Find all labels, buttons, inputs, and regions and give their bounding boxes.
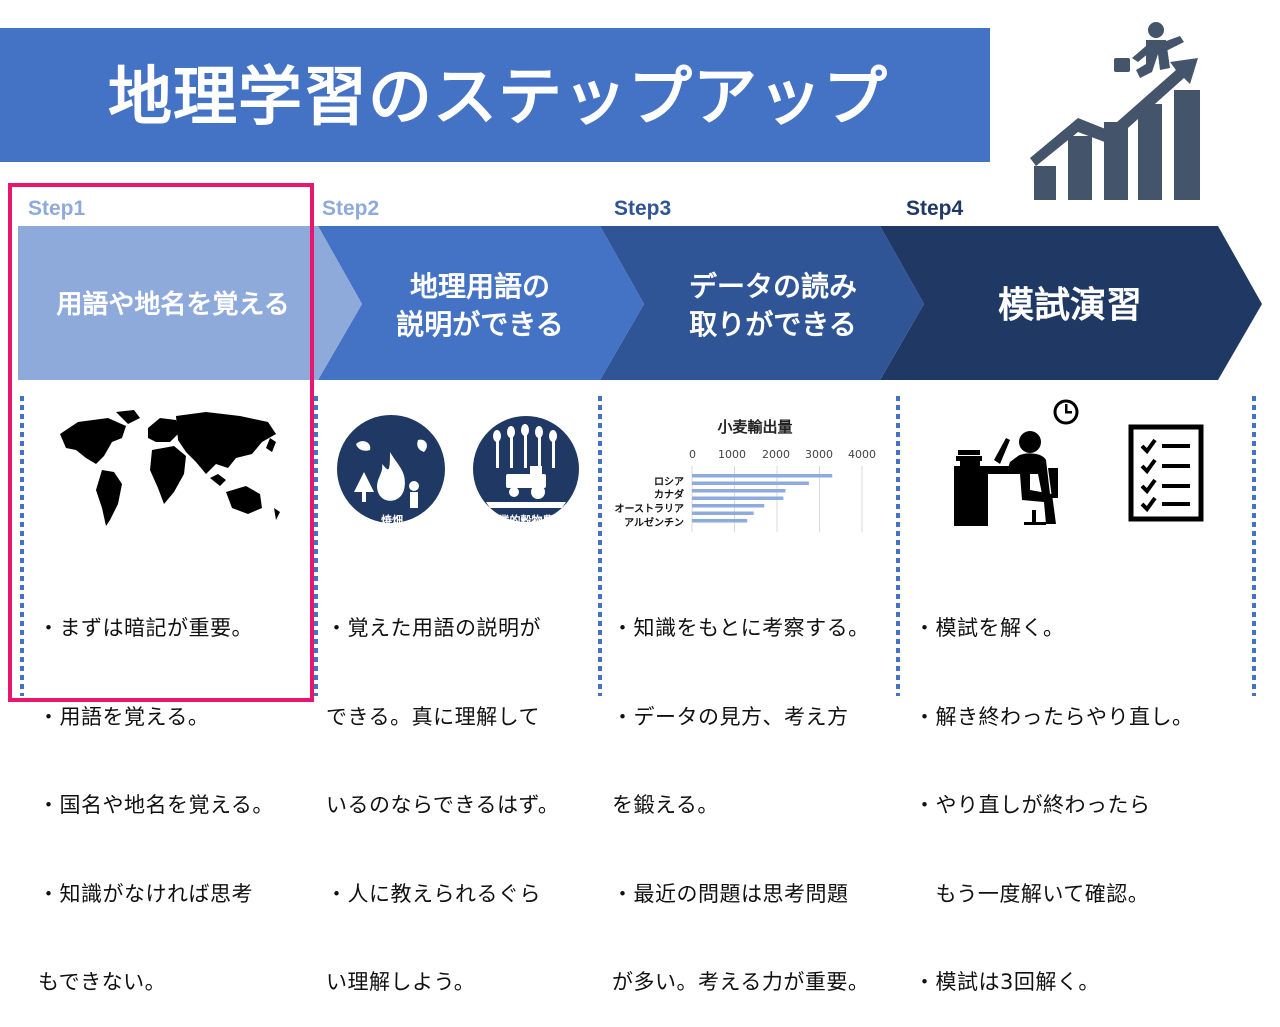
slash-and-burn-caption: 焼畑 (381, 514, 403, 527)
chart-tick-1000: 1000 (718, 448, 746, 461)
chart-tick-2000: 2000 (762, 448, 790, 461)
separator-4 (896, 396, 900, 696)
chart-tick-3000: 3000 (805, 448, 833, 461)
step4-title: 模試演習 (997, 285, 1142, 326)
step4-bullets: ・模試を解く。 ・解き終わったらやり直し。 ・やり直しが終わったら もう一度解い… (914, 555, 1194, 1027)
chart-category-russia: ロシア (654, 477, 684, 488)
step2-title: 地理用語の 説明ができる (370, 268, 590, 344)
chart-bar (692, 481, 809, 485)
step1-title: 用語や地名を覚える (56, 290, 290, 320)
step3-title: データの読み 取りができる (660, 268, 886, 344)
separator-3 (598, 396, 602, 696)
step3-title-line2: 取りができる (689, 308, 857, 341)
step1-bullet: もできない。 (38, 970, 167, 994)
step2-title-line2: 説明ができる (396, 308, 564, 341)
step1-bullet: ・まずは暗記が重要。 (38, 616, 253, 640)
step1-bullets: ・まずは暗記が重要。 ・用語を覚える。 ・国名や地名を覚える。 ・知識がなければ… (38, 555, 274, 1027)
step2-label: Step2 (322, 197, 380, 220)
step1-bullet: ・知識がなければ思考 (38, 881, 253, 906)
commercial-grain-farming-icon (473, 416, 579, 522)
step2-bullet: い理解しよう。 (326, 970, 476, 994)
chart-category-australia: オーストラリア (614, 504, 685, 515)
step-chevrons (18, 226, 1262, 380)
chart-tick-0: 0 (689, 448, 696, 461)
step4-bullet: ・模試は3回解く。 (914, 970, 1100, 994)
step2-title-line1: 地理用語の (409, 270, 550, 303)
world-map-icon (60, 410, 280, 526)
growth-chart-runner-icon (1030, 22, 1200, 200)
step3-bullets: ・知識をもとに考察する。 ・データの見方、考え方 を鍛える。 ・最近の問題は思考… (612, 555, 870, 1027)
step3-bullet: を鍛える。 (612, 793, 719, 817)
chart-bar (692, 511, 754, 515)
step2-chevron (318, 226, 644, 380)
title-banner (0, 28, 990, 162)
slash-and-burn-icon (337, 415, 445, 523)
step4-label: Step4 (906, 197, 964, 220)
step2-bullet: ・覚えた用語の説明が (326, 616, 541, 640)
step3-bullet: ・最近の問題は思考問題 (612, 881, 849, 906)
wheat-export-chart (691, 466, 863, 532)
step4-chevron (880, 226, 1262, 380)
separator-1 (20, 396, 24, 696)
step4-bullet: ・模試を解く。 (914, 616, 1065, 640)
chart-category-argentina: アルゼンチン (624, 518, 684, 529)
step1-chevron (18, 226, 362, 380)
chart-title: 小麦輸出量 (717, 418, 793, 436)
step2-bullet: ・人に教えられるぐら (326, 881, 541, 906)
chart-bar (692, 519, 748, 523)
chart-bar (692, 474, 833, 478)
step3-chevron (600, 226, 924, 380)
chart-category-canada: カナダ (654, 490, 684, 501)
page-title: 地理学習のステップアップ (108, 61, 888, 135)
step3-bullet: ・データの見方、考え方 (612, 704, 849, 729)
separator-5 (1252, 396, 1256, 696)
step1-label: Step1 (28, 197, 86, 220)
step4-bullet: ・やり直しが終わったら (914, 793, 1151, 817)
step3-bullet: ・知識をもとに考察する。 (612, 616, 870, 640)
person-at-desk-with-clock-icon (954, 399, 1079, 526)
step2-bullets: ・覚えた用語の説明が できる。真に理解して いるのならできるはず。 ・人に教えら… (326, 555, 559, 1027)
step3-title-line1: データの読み (688, 270, 857, 303)
chart-tick-4000: 4000 (848, 448, 876, 461)
grain-farming-caption: 企業的穀物農業 (487, 514, 565, 527)
step2-bullet: いるのならできるはず。 (326, 793, 560, 817)
step1-bullet: ・用語を覚える。 (38, 704, 210, 729)
step3-bullet: が多い。考える力が重要。 (612, 970, 870, 994)
separator-2 (314, 396, 318, 696)
checklist-icon (1128, 424, 1204, 522)
chart-bar (692, 504, 765, 508)
step4-bullet: もう一度解いて確認。 (914, 881, 1150, 906)
step4-bullet: ・解き終わったらやり直し。 (914, 704, 1194, 729)
step2-bullet: できる。真に理解して (326, 704, 540, 729)
step1-bullet: ・国名や地名を覚える。 (38, 793, 274, 817)
chart-bar (692, 489, 786, 493)
chart-bar (692, 496, 784, 500)
step3-label: Step3 (614, 197, 672, 220)
